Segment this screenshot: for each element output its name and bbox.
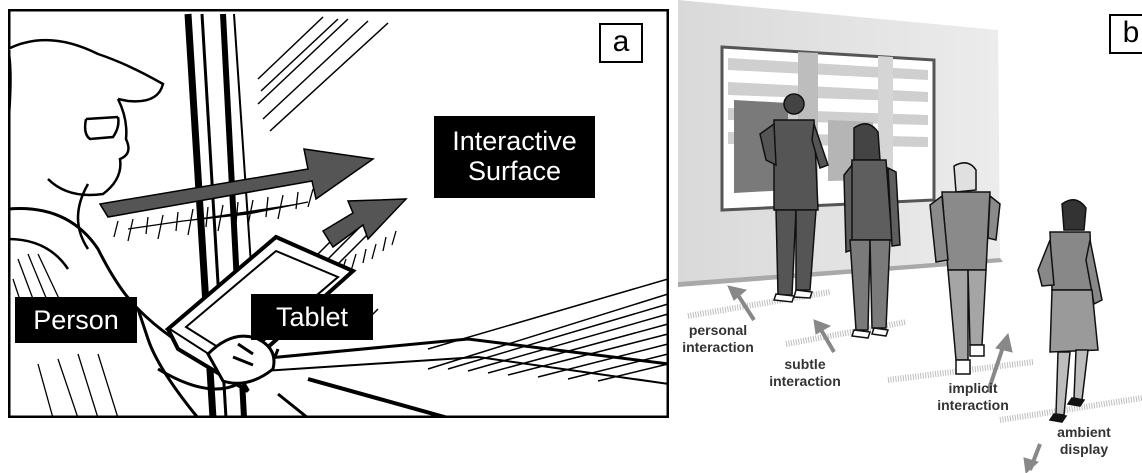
panel-label-b: b <box>1109 14 1142 54</box>
sketch-illustration <box>8 9 669 418</box>
panel-a-sketch: a Interactive Surface Person Tablet <box>8 9 669 418</box>
zone-label-subtle-line1: subtle <box>760 356 850 373</box>
proximity-zones-illustration <box>678 0 1142 473</box>
panel-b-diagram: b personal interaction subtle interactio… <box>678 0 1142 473</box>
label-interactive-surface-line1: Interactive <box>434 126 595 156</box>
label-interactive-surface-line2: Surface <box>434 156 595 186</box>
zone-label-ambient-line1: ambient <box>1044 424 1124 441</box>
zone-label-subtle-line2: interaction <box>760 373 850 390</box>
zone-label-personal: personal interaction <box>678 322 758 356</box>
label-tablet: Tablet <box>251 294 373 340</box>
zone-label-ambient: ambient display <box>1044 424 1124 458</box>
label-person: Person <box>15 297 137 343</box>
zone-label-personal-line1: personal <box>678 322 758 339</box>
wall-display <box>722 47 934 210</box>
label-interactive-surface: Interactive Surface <box>434 116 595 198</box>
zone-label-subtle: subtle interaction <box>760 356 850 390</box>
panel-label-a: a <box>599 23 643 63</box>
zone-label-implicit-line1: implicit <box>928 380 1018 397</box>
zone-label-implicit-line2: interaction <box>928 397 1018 414</box>
zone-label-personal-line2: interaction <box>678 339 758 356</box>
zone-label-implicit: implicit interaction <box>928 380 1018 414</box>
zone-label-ambient-line2: display <box>1044 441 1124 458</box>
person-passing <box>1038 200 1102 422</box>
